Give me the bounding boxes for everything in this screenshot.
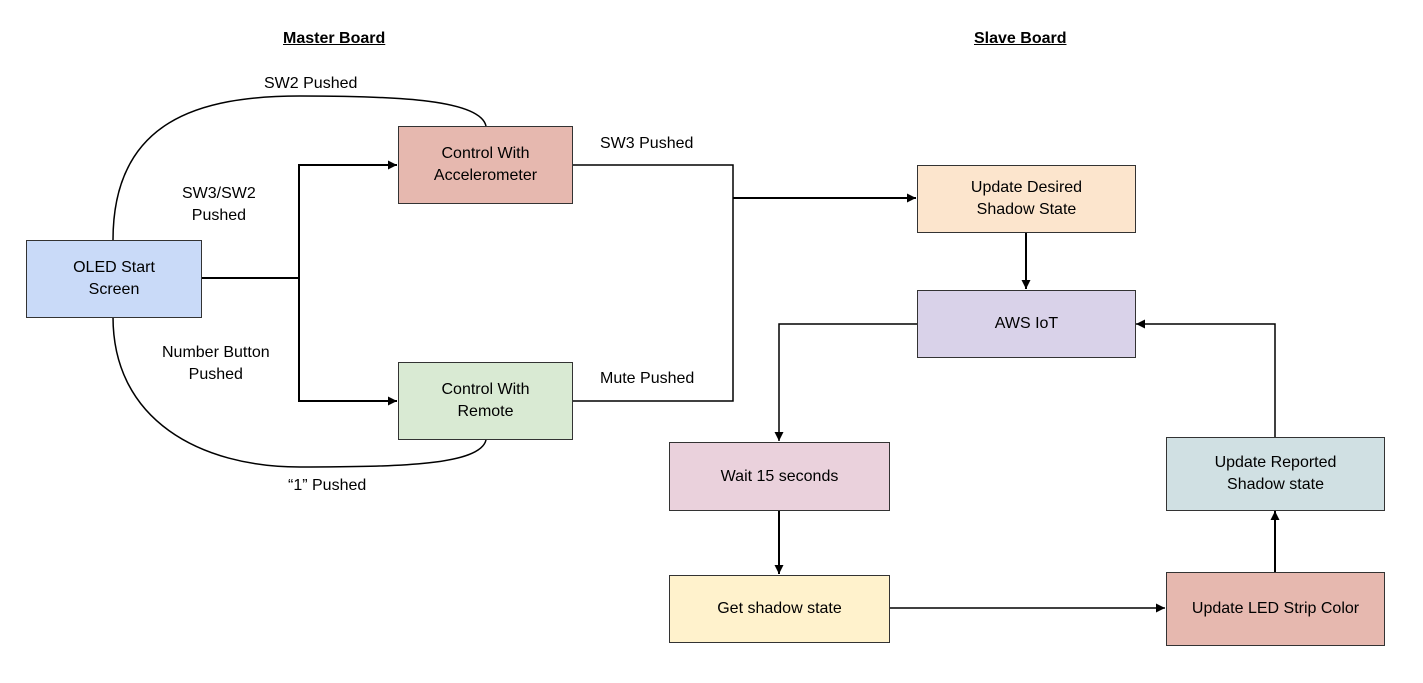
node-update-desired-shadow-state: Update Desired Shadow State	[917, 165, 1136, 233]
arrow-reported-to-aws	[1136, 319, 1276, 437]
node-control-with-accelerometer: Control With Accelerometer	[398, 126, 573, 204]
arrow-aws-to-wait	[774, 323, 917, 441]
node-wait-15-seconds: Wait 15 seconds	[669, 442, 890, 511]
node-update-led-strip-color: Update LED Strip Color	[1166, 572, 1385, 646]
arrow-to-control-remote	[298, 278, 397, 406]
edge-label-mute-pushed: Mute Pushed	[600, 370, 695, 387]
edge-label-number-button-pushed: Number Button Pushed	[162, 344, 270, 383]
node-get-shadow-state: Get shadow state	[669, 575, 890, 643]
node-oled-start-screen: OLED Start Screen	[26, 240, 202, 318]
connector-remote-to-slave	[572, 198, 734, 402]
edge-label-sw2-pushed: SW2 Pushed	[264, 75, 358, 92]
connector-accelerometer-to-slave	[572, 164, 734, 198]
edge-label-sw3-pushed: SW3 Pushed	[600, 135, 694, 152]
slave-board-heading: Slave Board	[974, 30, 1067, 47]
edge-label-one-pushed: “1” Pushed	[288, 477, 367, 494]
curve-one-pushed	[112, 316, 487, 468]
master-board-heading: Master Board	[283, 30, 386, 47]
node-update-reported-shadow-state: Update Reported Shadow state	[1166, 437, 1385, 511]
curve-sw2-pushed	[112, 95, 487, 241]
edge-label-sw3-sw2-pushed: SW3/SW2 Pushed	[182, 185, 256, 224]
arrow-to-control-accelerometer	[298, 160, 397, 278]
node-control-with-remote: Control With Remote	[398, 362, 573, 440]
node-aws-iot: AWS IoT	[917, 290, 1136, 358]
